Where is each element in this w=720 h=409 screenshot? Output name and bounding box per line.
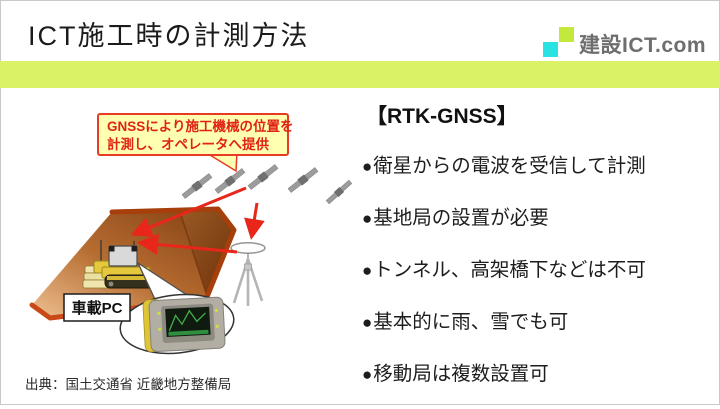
bullet-marker: ● (362, 365, 373, 384)
bullet-marker: ● (362, 313, 373, 332)
gnss-callout: GNSSにより施工機械の位置を 計測し、オペレータへ提供 (97, 113, 294, 173)
satellite-icon (214, 168, 246, 194)
satellite-icon (287, 167, 319, 193)
logo-cyan-square-icon (542, 42, 558, 57)
gnss-base-station-icon (230, 242, 266, 306)
bullet-marker: ● (362, 209, 373, 228)
bullet-item: ● トンネル、高架橋下などは不可 (362, 253, 646, 281)
bullet-marker: ● (362, 157, 373, 176)
logo-squares-icon (542, 25, 575, 58)
bullet-list: ● 衛星からの電波を受信して計測 ● 基地局の設置が必要 ● トンネル、高架橋下… (362, 149, 646, 409)
bullet-item: ● 基地局の設置が必要 (362, 201, 646, 229)
satellite-icon (247, 164, 279, 190)
machine-label-text: 車載PC (72, 299, 123, 317)
callout-line1: GNSSにより施工機械の位置を (107, 118, 294, 134)
signal-arrows (130, 186, 265, 255)
machine-label: 車載PC (63, 293, 131, 322)
satellite-group (181, 164, 353, 205)
callout-line2: 計測し、オペレータへ提供 (107, 136, 269, 152)
page-title: ICT施工時の計測方法 (28, 21, 310, 51)
arrow-satellite-to-dozer (130, 186, 247, 238)
gnss-diagram: 車載PC (29, 113, 353, 355)
onboard-pc-monitor-icon (119, 293, 235, 355)
bullet-item: ● 移動局は複数設置可 (362, 357, 646, 385)
bullet-text: トンネル、高架橋下などは不可 (373, 259, 646, 281)
section-heading: 【RTK-GNSS】 (366, 105, 518, 128)
bullet-item: ● 基本的に雨、雪でも可 (362, 305, 646, 333)
bullet-text: 衛星からの電波を受信して計測 (373, 155, 646, 177)
arrow-satellite-to-base (244, 202, 265, 240)
logo-text: 建設ICT.com (578, 34, 706, 57)
satellite-icon (325, 179, 353, 205)
arrow-base-to-dozer (137, 233, 238, 255)
accent-band (0, 61, 720, 88)
bullet-item: ● 衛星からの電波を受信して計測 (362, 149, 646, 177)
bullet-text: 基本的に雨、雪でも可 (373, 311, 569, 333)
bullet-text: 移動局は複数設置可 (373, 363, 549, 385)
bullet-text: 基地局の設置が必要 (373, 207, 549, 229)
satellite-icon (181, 173, 213, 199)
logo-green-square-icon (558, 27, 574, 42)
site-logo: 建設ICT.com (542, 22, 706, 58)
source-caption: 出典：国土交通省 近畿地方整備局 (25, 377, 232, 392)
bullet-marker: ● (362, 261, 373, 280)
